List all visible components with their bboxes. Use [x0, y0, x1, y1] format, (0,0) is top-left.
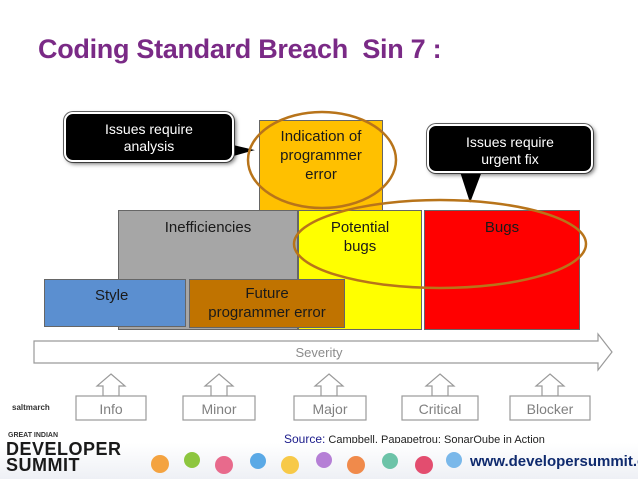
- info-arrow: [95, 373, 127, 397]
- severity-label: Severity: [295, 345, 343, 360]
- indication-line-1: Indication of: [280, 128, 362, 145]
- highlight-ellipse-bugs: [292, 198, 588, 290]
- minor-arrow: [203, 373, 235, 397]
- level-major: Major: [312, 401, 348, 417]
- future-line-1: Future: [245, 285, 289, 302]
- level-minor: Minor: [201, 401, 237, 417]
- style-box: Style: [44, 279, 186, 327]
- style-label: Style: [95, 287, 129, 304]
- severity-level-arrows: [95, 373, 566, 397]
- minor-box: [182, 395, 256, 421]
- level-critical: Critical: [418, 401, 462, 417]
- level-info: Info: [99, 401, 123, 417]
- callout-urgent-line-1: Issues require: [466, 134, 554, 150]
- future-line-2: programmer error: [208, 304, 326, 321]
- developer-summit-logo: DEVELOPER SUMMIT: [6, 439, 122, 475]
- indication-line-2: programmer: [280, 147, 362, 164]
- callout-issues-require-urgent-fix: Issues require urgent fix: [427, 124, 593, 173]
- future-programmer-error-box: Future programmer error: [189, 279, 345, 328]
- footer-decoration-dots: [151, 452, 462, 474]
- logo-summit: SUMMIT: [6, 455, 80, 475]
- blocker-box: [509, 395, 591, 421]
- logo-developer: DEVELOPER: [6, 439, 122, 459]
- logo-great-indian: GREAT INDIAN: [8, 432, 59, 439]
- callout-urgent-line-2: urgent fix: [481, 151, 539, 167]
- bugs-box: Bugs: [424, 210, 580, 330]
- source-label: Source:: [284, 432, 326, 446]
- major-box: [293, 395, 367, 421]
- bugs-label: Bugs: [484, 219, 520, 236]
- indication-line-3: error: [305, 166, 337, 183]
- info-box: [75, 395, 147, 421]
- callout-analysis-line-1: Issues require: [105, 121, 193, 137]
- inefficiencies-label: Inefficiencies: [164, 219, 252, 236]
- callout-analysis-line-2: analysis: [123, 138, 175, 154]
- callout-issues-require-analysis: Issues require analysis: [64, 112, 234, 162]
- website-url: www.developersummit.com: [470, 453, 638, 470]
- blocker-arrow: [534, 373, 566, 397]
- critical-arrow: [424, 373, 456, 397]
- slide-title: Coding Standard Breach Sin 7 :: [38, 34, 442, 64]
- sponsor-logo: saltmarch: [12, 403, 50, 412]
- highlight-ellipse-indication: [246, 110, 398, 210]
- level-blocker: Blocker: [526, 401, 574, 417]
- severity-level-boxes: [75, 395, 591, 421]
- potential-bugs-line-1: Potential: [330, 219, 390, 236]
- potential-bugs-line-2: bugs: [343, 238, 377, 255]
- critical-box: [401, 395, 479, 421]
- major-arrow: [313, 373, 345, 397]
- severity-arrow: [33, 332, 613, 372]
